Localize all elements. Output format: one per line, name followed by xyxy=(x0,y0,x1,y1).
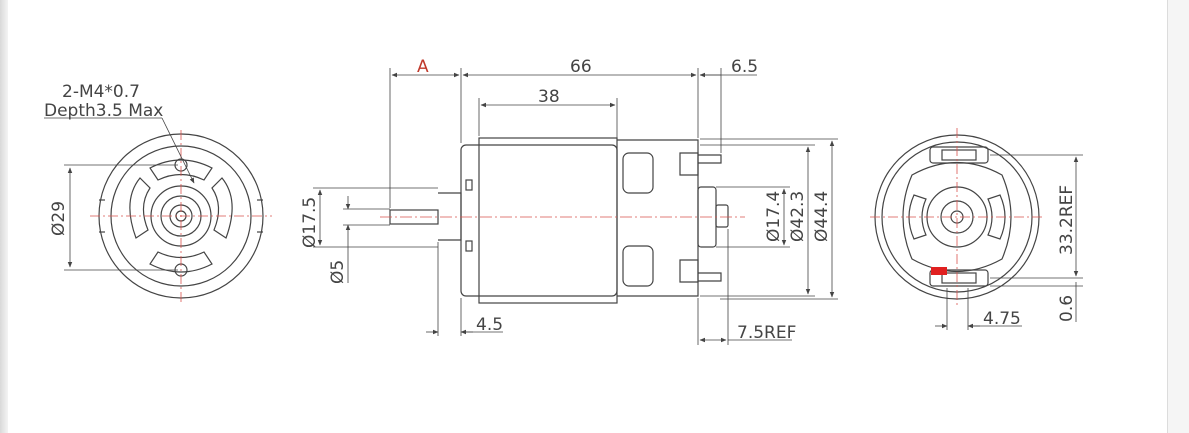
front-slot-top xyxy=(149,159,213,181)
dim-42-3-label: Ø42.3 xyxy=(788,191,808,242)
front-slot-bottom xyxy=(149,251,213,273)
dim-4-75-label: 4.75 xyxy=(983,309,1021,329)
side-dimensions xyxy=(313,68,838,345)
dim-66-label: 66 xyxy=(570,57,592,77)
dim-44-4-label: Ø44.4 xyxy=(812,191,832,242)
dim-6-5-label: 6.5 xyxy=(731,57,758,77)
rear-dimensions xyxy=(935,154,1083,330)
side-terminal-bottom xyxy=(679,259,722,283)
rear-terminal-highlight xyxy=(931,267,947,275)
side-end-cap xyxy=(617,139,699,297)
front-centerlines xyxy=(90,130,272,302)
dim-7-5ref-label: 7.5REF xyxy=(737,323,796,343)
side-body-inner xyxy=(478,137,618,304)
dim-38-label: 38 xyxy=(538,87,560,107)
side-terminal-top xyxy=(679,152,722,176)
dim-0-6-label: 0.6 xyxy=(1057,295,1077,322)
rear-slot-left xyxy=(908,194,927,240)
side-body-can xyxy=(460,144,618,297)
left-window-edge xyxy=(0,0,8,433)
dim-4-5-label: 4.5 xyxy=(476,315,503,335)
side-rear-shaft xyxy=(715,204,729,228)
dim-a-label: A xyxy=(417,57,429,77)
front-diameter-label: Ø29 xyxy=(49,201,69,236)
dim-5-label: Ø5 xyxy=(328,260,348,284)
dim-17-5-label: Ø17.5 xyxy=(300,197,320,248)
rear-slot-right xyxy=(987,194,1006,240)
rear-terminal-top xyxy=(929,146,989,164)
dim-33-2ref-label: 33.2REF xyxy=(1057,185,1077,255)
side-window-bottom xyxy=(622,245,654,287)
front-slot-right xyxy=(211,177,233,239)
rear-terminal-bottom xyxy=(929,269,989,287)
dim-17-4-label: Ø17.4 xyxy=(764,191,784,242)
front-slot-left xyxy=(129,177,151,239)
side-window-top xyxy=(622,152,654,194)
thread-leader xyxy=(44,117,195,184)
thread-note: 2-M4*0.7 xyxy=(62,82,140,102)
right-scrollbar-area[interactable] xyxy=(1167,0,1189,433)
rear-centerlines xyxy=(870,128,1045,306)
side-front-boss xyxy=(438,192,462,241)
rear-spider xyxy=(902,161,1012,273)
depth-note: Depth3.5 Max xyxy=(44,101,163,121)
side-view xyxy=(389,137,729,304)
dim-front-diameter xyxy=(64,164,178,271)
